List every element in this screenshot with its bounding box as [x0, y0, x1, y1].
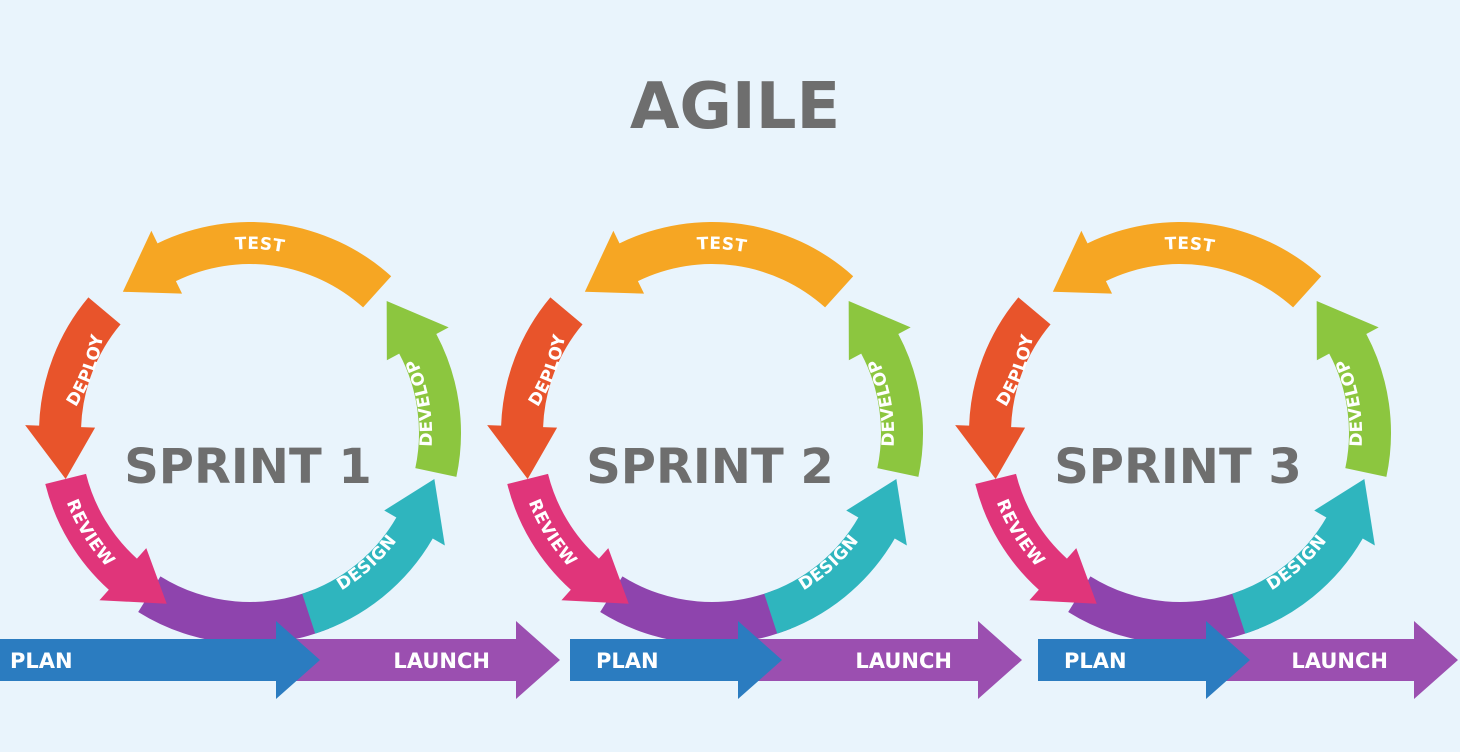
launch-arrow	[752, 621, 1022, 699]
test-arrow	[122, 221, 392, 308]
deploy-arrow	[487, 297, 583, 479]
launch-arrow	[1220, 621, 1458, 699]
develop-arrow	[848, 301, 924, 477]
plan-arc-segment	[1068, 576, 1260, 644]
plan-arrow	[0, 621, 320, 699]
sprint-label: SPRINT 3	[1054, 439, 1302, 495]
plan-label: PLAN	[1064, 649, 1127, 673]
deploy-arrow	[25, 297, 121, 479]
plan-arrow	[1038, 621, 1250, 699]
launch-arrow	[290, 621, 560, 699]
plan-arc-segment	[600, 576, 792, 644]
review-arrow	[975, 473, 1097, 604]
plan-arrow	[570, 621, 782, 699]
sprint-label: SPRINT 1	[124, 439, 372, 495]
launch-label: LAUNCH	[1291, 649, 1388, 673]
sprint-label: SPRINT 2	[586, 439, 834, 495]
launch-label: LAUNCH	[855, 649, 952, 673]
plan-arc-segment	[138, 576, 330, 644]
deploy-arrow	[955, 297, 1051, 479]
test-arrow	[1052, 222, 1322, 308]
design-arrow	[1232, 478, 1375, 634]
plan-label: PLAN	[596, 649, 659, 673]
review-arrow	[507, 473, 629, 604]
develop-arrow	[386, 301, 461, 477]
diagram-title: AGILE	[630, 70, 840, 144]
design-arrow	[764, 478, 907, 634]
develop-arrow	[1316, 301, 1392, 477]
review-arrow	[45, 473, 167, 604]
plan-label: PLAN	[10, 649, 73, 673]
design-arrow	[302, 478, 445, 634]
launch-label: LAUNCH	[393, 649, 490, 673]
test-arrow	[584, 221, 854, 308]
